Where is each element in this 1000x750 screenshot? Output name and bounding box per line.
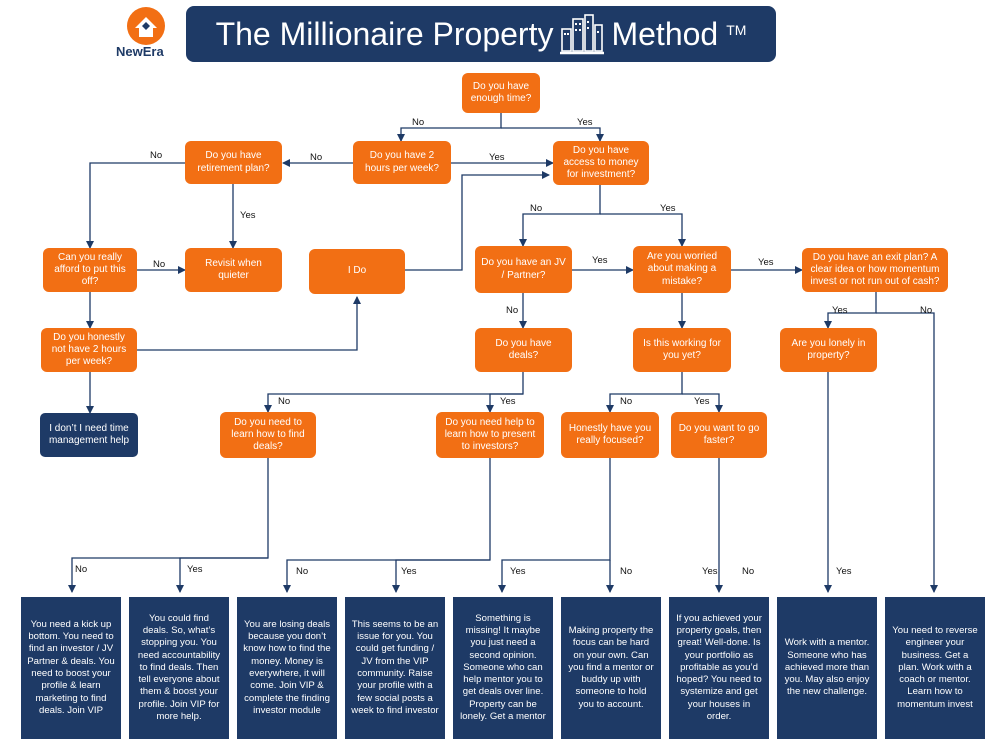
title-text: The Millionaire Property [215, 15, 554, 52]
q-exit-plan: Do you have an exit plan? A clear idea o… [802, 248, 948, 292]
title-banner: The Millionaire Property Method TM [186, 6, 776, 62]
label-yes: Yes [702, 566, 718, 577]
label-yes: Yes [758, 257, 774, 268]
q-working-yet: Is this working for you yet? [633, 328, 731, 372]
newera-logo [120, 6, 178, 62]
outcome-kick-up-bottom: You need a kick up bottom. You need to f… [21, 597, 121, 739]
outcome-work-with-mentor: Work with a mentor. Someone who has achi… [777, 597, 877, 739]
q-honestly-two-hours: Do you honestly not have 2 hours per wee… [41, 328, 137, 372]
brand-name: NewEra [116, 44, 164, 59]
label-yes: Yes [510, 566, 526, 577]
label-no: No [506, 305, 519, 316]
label-no: No [620, 566, 633, 577]
q-two-hours: Do you have 2 hours per week? [353, 141, 451, 184]
q-go-faster: Do you want to go faster? [671, 412, 767, 458]
revisit-when-quieter: Revisit when quieter [185, 248, 282, 292]
label-no: No [310, 152, 323, 163]
label-yes: Yes [660, 203, 676, 214]
trademark: TM [726, 22, 747, 38]
label-no: No [530, 203, 543, 214]
outcome-could-find-deals: You could find deals. So, what’s stoppin… [129, 597, 229, 739]
label-yes: Yes [832, 305, 848, 316]
label-no: No [278, 396, 291, 407]
outcome-something-missing: Something is missing! It maybe you just … [453, 597, 553, 739]
label-no: No [412, 117, 425, 128]
q-really-focused: Honestly have you really focused? [561, 412, 659, 458]
q-retirement-plan: Do you have retirement plan? [185, 141, 282, 184]
q-jv-partner: Do you have an JV / Partner? [475, 246, 572, 293]
q-worried-mistake: Are you worried about making a mistake? [633, 246, 731, 293]
outcome-funding-issue: This seems to be an issue for you. You c… [345, 597, 445, 739]
outcome-losing-deals: You are losing deals because you don’t k… [237, 597, 337, 739]
label-no: No [296, 566, 309, 577]
q-afford-to-put-off: Can you really afford to put this off? [43, 248, 137, 292]
label-no: No [920, 305, 933, 316]
title-method: Method [611, 15, 719, 52]
label-yes: Yes [577, 117, 593, 128]
label-no: No [153, 259, 166, 270]
label-no: No [620, 396, 633, 407]
q-learn-find-deals: Do you need to learn how to find deals? [220, 412, 316, 458]
label-yes: Yes [489, 152, 505, 163]
label-yes: Yes [694, 396, 710, 407]
label-yes: Yes [500, 396, 516, 407]
q-have-deals: Do you have deals? [475, 328, 572, 372]
label-yes: Yes [401, 566, 417, 577]
time-management-help: I don’t I need time management help [40, 413, 138, 457]
q-lonely: Are you lonely in property? [780, 328, 877, 372]
q-enough-time: Do you have enough time? [462, 73, 540, 113]
label-yes: Yes [592, 255, 608, 266]
outcome-reverse-engineer: You need to reverse engineer your busine… [885, 597, 985, 739]
q-access-to-money: Do you have access to money for investme… [553, 141, 649, 185]
label-yes: Yes [836, 566, 852, 577]
outcome-achieved-goals: If you achieved your property goals, the… [669, 597, 769, 739]
i-do: I Do [309, 249, 405, 294]
label-no: No [75, 564, 88, 575]
label-yes: Yes [187, 564, 203, 575]
city-buildings-icon [560, 14, 605, 55]
outcome-focus-hard: Making property the focus can be hard on… [561, 597, 661, 739]
label-yes: Yes [240, 210, 256, 221]
label-no: No [742, 566, 755, 577]
q-learn-present: Do you need help to learn how to present… [436, 412, 544, 458]
label-no: No [150, 150, 163, 161]
